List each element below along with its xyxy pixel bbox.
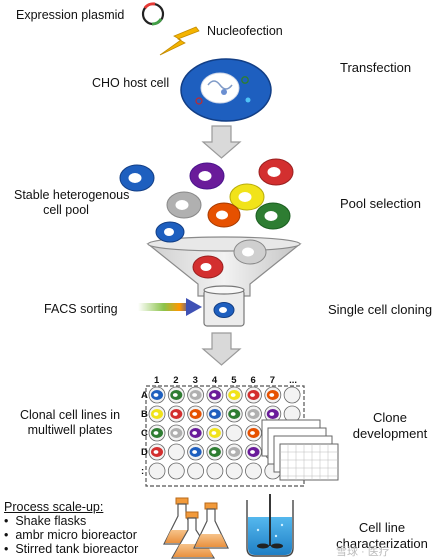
label-cho-host-cell: CHO host cell (92, 76, 170, 90)
plate-wells (148, 386, 301, 480)
down-arrow-1 (201, 125, 242, 159)
plate-row-label: A (141, 390, 148, 401)
plate-well (245, 443, 262, 461)
label-clonal-lines: Clonal cell lines in multiwell plates (8, 408, 132, 438)
label-stable-pool-line2: cell pool (43, 203, 89, 217)
funnel-cells (155, 221, 267, 279)
scale-up-section: Process scale-up: • Shake flasks • ambr … (4, 500, 138, 556)
plate-column-label: 1 (154, 375, 160, 386)
step-cell-line-line1: Cell line (358, 520, 406, 535)
plate-well (225, 424, 243, 442)
plasmid-icon (141, 2, 165, 26)
step-clone-development-line2: development (352, 426, 428, 441)
plate-well (245, 386, 262, 404)
scale-up-item: • Stirred tank bioreactor (4, 542, 139, 556)
cho-host-cell (180, 58, 272, 122)
pool-cells (119, 158, 294, 230)
plate-well (148, 443, 166, 461)
plate-well (187, 424, 205, 442)
plate-well (245, 405, 262, 423)
plate-well (225, 443, 243, 461)
label-nucleofection: Nucleofection (207, 24, 283, 38)
label-clonal-line1: Clonal cell lines in (19, 408, 121, 422)
watermark: 雪球 · 医疗 (336, 546, 390, 558)
plate-well (187, 386, 205, 404)
step-cell-line-line2: characterization (336, 536, 428, 551)
plate-well (187, 443, 205, 461)
label-expression-plasmid: Expression plasmid (16, 8, 125, 22)
plate-well (167, 462, 185, 480)
plate-row-label: : (141, 466, 145, 477)
plate-column-label: ... (289, 375, 298, 386)
plate-well (148, 386, 166, 404)
bioreactor-icon (246, 494, 294, 557)
scale-up-item-label: Shake flasks (15, 514, 87, 528)
label-stable-pool-line1: Stable heterogenous (14, 188, 130, 202)
plate-well (283, 386, 301, 404)
single-cell-well (203, 285, 245, 327)
stacked-plates (261, 419, 339, 481)
plate-well (245, 424, 262, 442)
plate-well (167, 424, 185, 442)
scale-up-item: • ambr micro bioreactor (4, 528, 137, 542)
step-clone-development: Clone development (352, 410, 428, 442)
plate-column-label: 5 (231, 375, 237, 386)
plate-column-label: 3 (192, 375, 198, 386)
scale-up-item-label: Stirred tank bioreactor (15, 542, 139, 556)
step-cell-line-characterization: Cell line characterization (330, 520, 434, 552)
label-clonal-line2: multiwell plates (27, 423, 113, 437)
plate-well (225, 405, 243, 423)
scale-up-item-label: ambr micro bioreactor (15, 528, 137, 542)
label-stable-pool: Stable heterogenous cell pool (14, 188, 130, 218)
label-facs-sorting: FACS sorting (44, 302, 118, 316)
plate-well (187, 405, 205, 423)
plate-well (167, 386, 185, 404)
scale-up-title: Process scale-up: (4, 500, 104, 514)
plate-well (167, 443, 185, 461)
plate-well (148, 462, 166, 480)
plate-well (148, 405, 166, 423)
plate-well (225, 386, 243, 404)
step-transfection: Transfection (340, 60, 412, 75)
plate-column-label: 2 (173, 375, 179, 386)
plate-well (167, 405, 185, 423)
facs-arrow (138, 298, 202, 316)
step-pool-selection: Pool selection (340, 196, 421, 211)
plate-well (225, 462, 243, 480)
lightning-icon (159, 26, 200, 56)
plate-well (148, 424, 166, 442)
plate-row-label: C (141, 428, 148, 439)
plate-column-label: 6 (250, 375, 256, 386)
plate-well (264, 386, 282, 404)
scale-up-item: • Shake flasks (4, 514, 87, 528)
plate-well (206, 424, 224, 442)
plate-well (206, 405, 224, 423)
plate-well (206, 386, 224, 404)
plate-row-label: B (141, 409, 148, 420)
step-clone-development-line1: Clone (373, 410, 407, 425)
plate-well (206, 443, 224, 461)
plate-column-label: 4 (211, 375, 218, 386)
down-arrow-2 (201, 332, 242, 366)
plate-well (245, 462, 262, 480)
plate-well (206, 462, 224, 480)
shake-flask-icons (163, 497, 229, 559)
plate-well (187, 462, 205, 480)
plate-column-label: 7 (269, 375, 276, 386)
plate-row-label: D (141, 447, 148, 458)
step-single-cell-cloning: Single cell cloning (328, 302, 433, 317)
